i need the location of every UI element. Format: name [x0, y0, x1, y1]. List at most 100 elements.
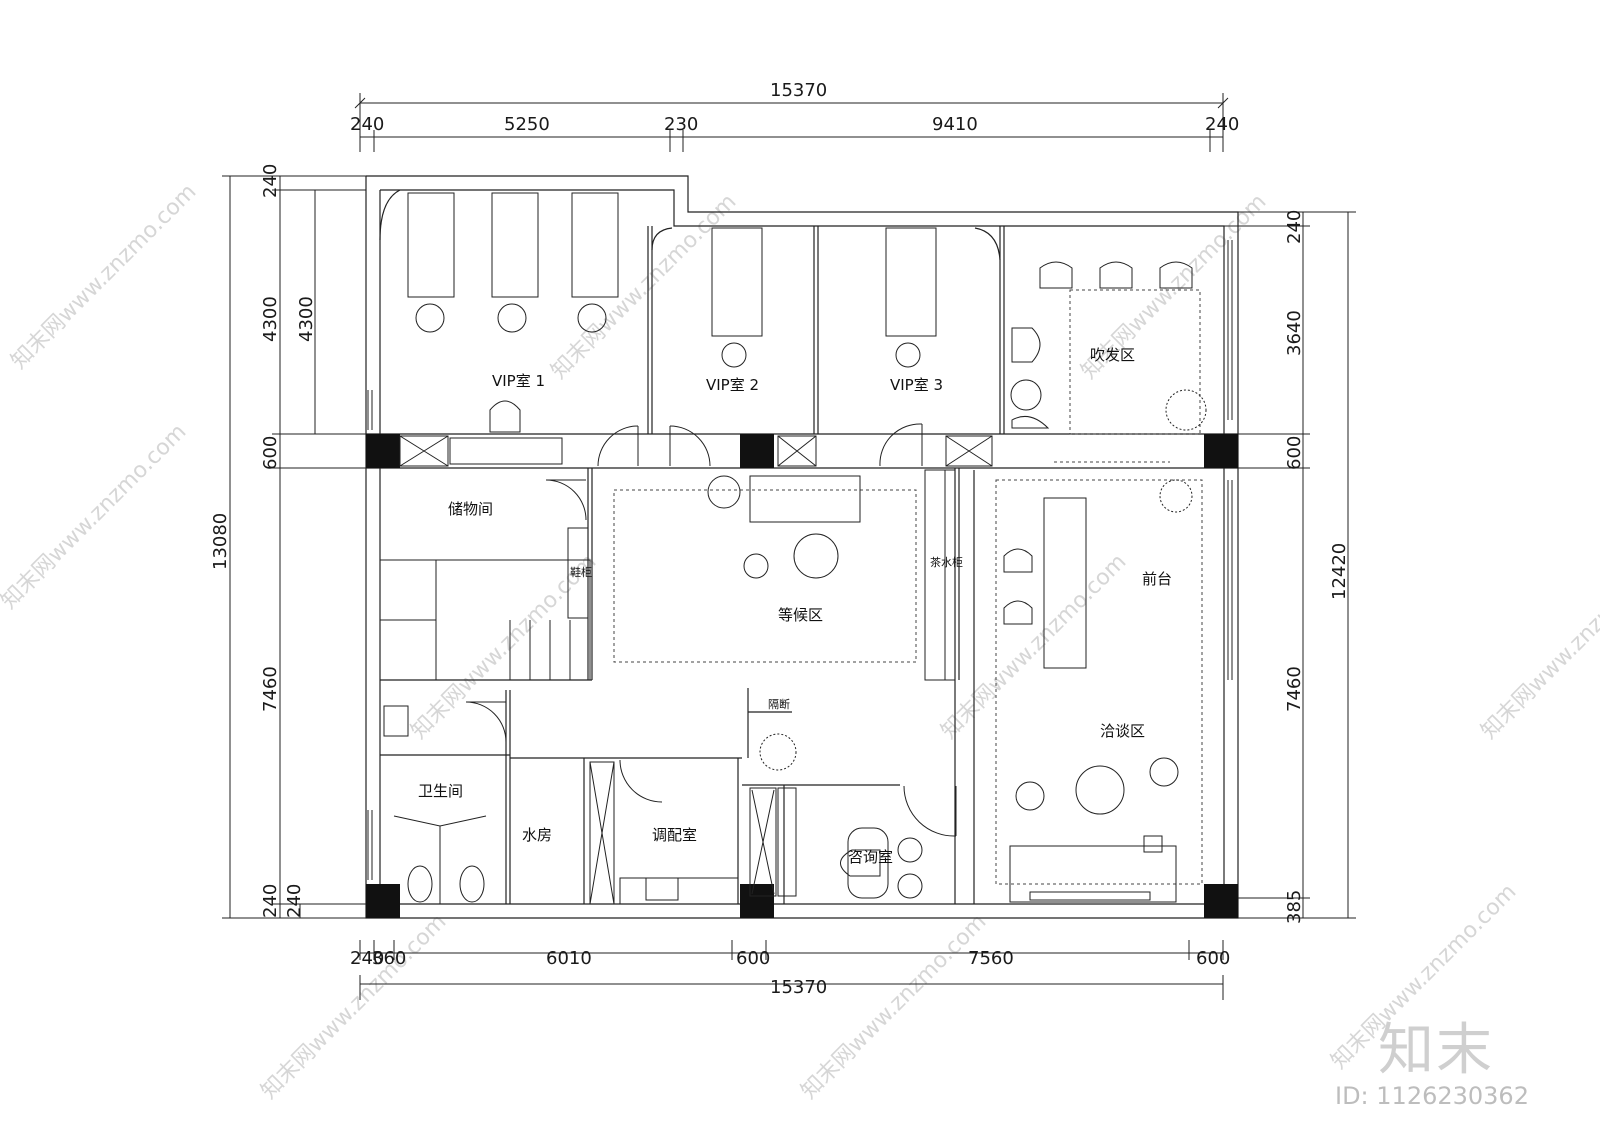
room-label-storage: 储物间 — [448, 500, 493, 518]
table — [793, 533, 839, 579]
watermark-text: 知末网www.znzmo.com — [797, 909, 992, 1104]
column — [1204, 884, 1238, 918]
room-label-vip1: VIP室 1 — [492, 372, 545, 390]
stool — [577, 303, 607, 333]
dim-top-seg: 230 — [664, 114, 698, 135]
chair — [1011, 415, 1050, 429]
dim-left-outer: 600 — [260, 436, 281, 470]
watermark-text: 知末网www.znzmo.com — [0, 419, 191, 614]
dim-top-total: 15370 — [770, 80, 827, 101]
watermark-text: 知末网www.znzmo.com — [7, 179, 202, 374]
bench — [1009, 845, 1177, 903]
watermark-text: 知末网www.znzmo.com — [937, 549, 1132, 744]
reception-desk — [1043, 497, 1087, 669]
dim-top-seg: 240 — [1205, 114, 1239, 135]
dim-bottom-seg: 600 — [1196, 948, 1230, 969]
dim-right: 3640 — [1284, 310, 1305, 356]
chair — [1159, 261, 1193, 289]
image-id: ID: 1126230362 — [1335, 1082, 1529, 1110]
stool — [415, 303, 445, 333]
column — [740, 434, 774, 468]
dim-right: 385 — [1284, 890, 1305, 924]
dim-right: 7460 — [1284, 666, 1305, 712]
column — [366, 884, 400, 918]
stool — [743, 553, 769, 579]
chair — [1003, 548, 1033, 573]
room-label-negotiation: 洽谈区 — [1100, 722, 1145, 740]
stool — [1015, 781, 1045, 811]
furniture — [379, 192, 1207, 905]
dim-left-outer: 4300 — [260, 296, 281, 342]
watermark-text: 知末网www.znzmo.com — [1477, 549, 1600, 744]
zone-outlines — [613, 289, 1203, 885]
dim-right: 240 — [1284, 210, 1305, 244]
room-label-waiting: 等候区 — [778, 606, 823, 624]
stool — [895, 342, 921, 368]
sink — [645, 877, 679, 901]
dim-left-total: 13080 — [210, 513, 231, 570]
cabinets — [399, 435, 993, 905]
chair — [1003, 600, 1033, 625]
stool — [721, 342, 747, 368]
stool — [1149, 757, 1179, 787]
chair — [489, 400, 521, 433]
dim-left-inner: 240 — [284, 884, 305, 918]
dim-top-seg: 240 — [350, 114, 384, 135]
dim-bottom-seg: 240 — [350, 948, 384, 969]
chair — [840, 849, 881, 877]
stool — [707, 475, 741, 509]
toilet — [459, 865, 485, 903]
doors — [465, 423, 957, 837]
stool — [497, 303, 527, 333]
chair — [1011, 327, 1041, 363]
walls — [365, 175, 1239, 919]
watermark-text: 知末网www.znzmo.com — [257, 909, 452, 1104]
dim-bottom-seg: 7560 — [968, 948, 1014, 969]
dim-left-inner: 4300 — [296, 296, 317, 342]
stool — [897, 837, 923, 863]
columns — [366, 434, 1238, 918]
sink — [383, 705, 409, 737]
windows — [367, 240, 1233, 880]
dim-bottom-seg: 360 — [372, 948, 406, 969]
room-label-shoe-cabinet: 鞋柜 — [570, 565, 592, 579]
room-label-blow-dry: 吹发区 — [1090, 346, 1135, 364]
dim-bottom-seg: 6010 — [546, 948, 592, 969]
sofa — [749, 475, 861, 523]
chair — [1099, 261, 1133, 289]
dimension-lines — [222, 93, 1356, 1000]
massage-bed — [407, 192, 455, 298]
brand-logo: 知末 — [1378, 1018, 1494, 1083]
chair — [1039, 261, 1073, 289]
toilet — [407, 865, 433, 903]
massage-bed — [711, 227, 763, 337]
column — [366, 434, 400, 468]
room-label-consulting: 咨询室 — [848, 848, 893, 866]
dim-left-outer: 240 — [260, 884, 281, 918]
room-label-front-desk: 前台 — [1142, 570, 1172, 588]
room-label-mixing-room: 调配室 — [652, 826, 697, 844]
dim-bottom-seg: 600 — [736, 948, 770, 969]
column — [740, 884, 774, 918]
stool — [897, 873, 923, 899]
dim-top-seg: 5250 — [504, 114, 550, 135]
room-label-vip3: VIP室 3 — [890, 376, 943, 394]
plant — [1165, 389, 1207, 431]
watermark-layer: 知末网www.znzmo.com 知末网www.znzmo.com 知末网www… — [0, 179, 1600, 1104]
dim-right: 12420 — [1329, 543, 1350, 600]
dim-right: 600 — [1284, 436, 1305, 470]
massage-bed — [571, 192, 619, 298]
column — [1204, 434, 1238, 468]
room-label-restroom: 卫生间 — [418, 782, 463, 800]
room-label-water-room: 水房 — [522, 826, 552, 844]
massage-bed — [885, 227, 937, 337]
plant — [1159, 479, 1193, 513]
dim-top-seg: 9410 — [932, 114, 978, 135]
dimension-labels: 15370 240 5250 230 9410 240 240 360 6010… — [210, 80, 1350, 998]
massage-bed — [491, 192, 539, 298]
room-label-vip2: VIP室 2 — [706, 376, 759, 394]
room-label-tea-cabinet: 茶水柜 — [930, 556, 963, 569]
table — [1075, 765, 1125, 815]
dim-bottom-total: 15370 — [770, 977, 827, 998]
